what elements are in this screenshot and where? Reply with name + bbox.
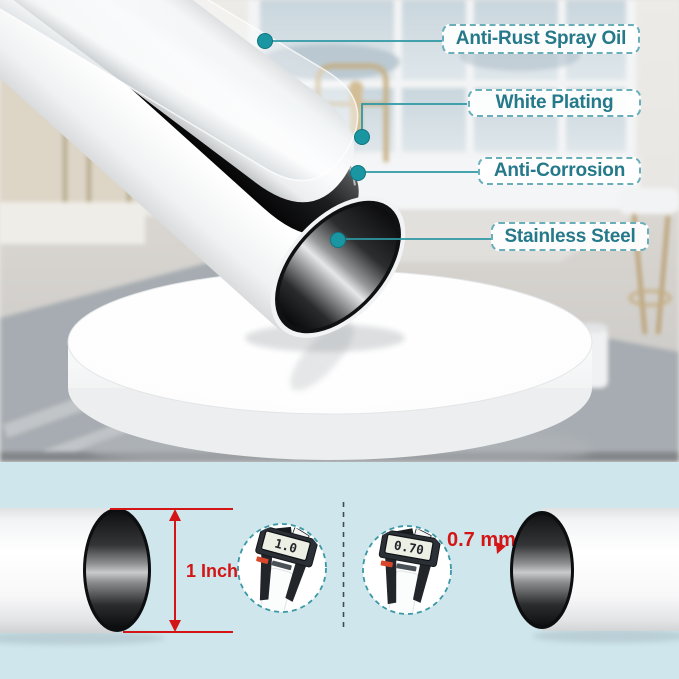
callout-dot-icon [257, 33, 273, 49]
caliper-icon: 0.70 [378, 527, 441, 613]
stool [618, 188, 679, 335]
caliper-icon: 1.0 [255, 525, 319, 611]
pipe-illustration [0, 0, 593, 462]
caliper-diameter-reading: 1.0 [273, 536, 299, 556]
callout-label-anti-rust: Anti-Rust Spray Oil [442, 24, 640, 54]
callout-label-white-plating: White Plating [468, 89, 641, 117]
anti-rust-oil-layer [0, 0, 359, 182]
pipe-open-end [270, 196, 406, 338]
callout-dot-icon [354, 129, 370, 145]
layered-pipe [0, 0, 406, 338]
arrow-pointer-icon [496, 542, 506, 554]
measurement-panel: 1 Inch 1.0 [0, 462, 679, 679]
measurement-illustration: 1 Inch 1.0 [0, 502, 679, 645]
thickness-label: 0.7 mm [447, 529, 516, 551]
arrow-down-icon [169, 620, 181, 632]
pipe-reflection [290, 321, 354, 391]
diameter-pipe [0, 508, 165, 645]
diameter-annotation: 1 Inch [110, 508, 238, 633]
room-scene: Anti-Rust Spray Oil White Plating Anti-C… [0, 0, 679, 462]
arrow-up-icon [169, 509, 181, 521]
callout-dots [257, 33, 370, 248]
caliper-diameter-inset: 1.0 [237, 523, 327, 613]
callout-dot-icon [330, 232, 346, 248]
display-platform [67, 269, 593, 462]
callout-label-stainless-steel: Stainless Steel [491, 222, 649, 251]
thickness-pipe [510, 508, 679, 643]
caliper-thickness-reading: 0.70 [393, 537, 425, 557]
callout-dot-icon [350, 165, 366, 181]
caliper-thickness-inset: 0.70 [362, 525, 452, 615]
diameter-label: 1 Inch [186, 561, 238, 581]
callout-label-anti-corrosion: Anti-Corrosion [478, 157, 641, 185]
thickness-annotation: 0.7 mm [447, 529, 522, 561]
baseboard [0, 202, 145, 244]
callout-line-white-plating [361, 103, 467, 137]
callout-lines [272, 40, 491, 240]
pipe-body [0, 0, 393, 331]
